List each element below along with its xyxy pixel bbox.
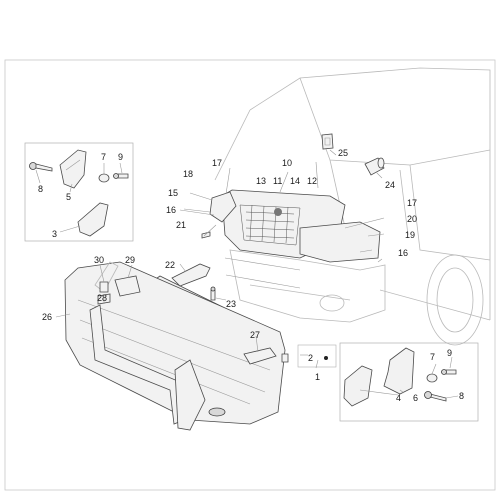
inset-box-left: [24, 142, 134, 242]
inset-box-right: [339, 342, 479, 422]
screw-21: [201, 231, 211, 239]
leader-lines: [35, 149, 459, 399]
label-9-left: 9: [118, 152, 123, 162]
bracket-22: [171, 263, 211, 287]
bushing-7-right: [426, 373, 438, 383]
label-13: 13: [256, 176, 266, 186]
label-12: 12: [307, 176, 317, 186]
label-6: 6: [413, 393, 418, 403]
bracket-29: [114, 275, 141, 297]
label-3: 3: [52, 229, 57, 239]
label-21: 21: [176, 220, 186, 230]
bolt-9-left: [113, 173, 129, 179]
label-27: 27: [250, 330, 260, 340]
label-22: 22: [165, 260, 175, 270]
van-outline: [214, 67, 491, 346]
label-30: 30: [94, 255, 104, 265]
label-8-left: 8: [38, 184, 43, 194]
label-20: 20: [407, 214, 417, 224]
bracket-5: [59, 149, 87, 189]
plate-3: [77, 202, 109, 237]
bushing-7-left: [98, 173, 110, 183]
label-16-right: 16: [398, 248, 408, 258]
label-2: 2: [308, 353, 313, 363]
bushing-24: [364, 157, 385, 176]
bolt-8-left: [29, 162, 53, 172]
label-15: 15: [168, 188, 178, 198]
label-19: 19: [405, 230, 415, 240]
mount-point: [297, 344, 337, 368]
bracket-4: [343, 365, 373, 407]
label-8-right: 8: [459, 391, 464, 401]
bracket-6: [383, 347, 415, 395]
label-7-left: 7: [101, 152, 106, 162]
label-14: 14: [290, 176, 300, 186]
label-17-left: 17: [212, 158, 222, 168]
label-25: 25: [338, 148, 348, 158]
label-26: 26: [42, 312, 52, 322]
label-9-right: 9: [447, 348, 452, 358]
diagram-frame: [4, 59, 496, 491]
label-24: 24: [385, 180, 395, 190]
bolt-9-right: [441, 369, 457, 375]
label-1: 1: [315, 372, 320, 382]
front-bumper: [64, 261, 286, 431]
bolt-8-right: [424, 391, 447, 402]
label-10: 10: [282, 158, 292, 168]
fog-light-27: [243, 347, 289, 365]
screw-23: [210, 286, 216, 301]
label-29: 29: [125, 255, 135, 265]
label-7-right: 7: [430, 352, 435, 362]
label-4: 4: [396, 393, 401, 403]
label-28: 28: [97, 293, 107, 303]
label-18: 18: [183, 169, 193, 179]
clip-25: [321, 133, 334, 150]
label-16-left: 16: [166, 205, 176, 215]
label-17-right: 17: [407, 198, 417, 208]
label-5: 5: [66, 192, 71, 202]
label-23: 23: [226, 299, 236, 309]
clip-30: [99, 281, 109, 293]
label-11: 11: [273, 176, 282, 186]
